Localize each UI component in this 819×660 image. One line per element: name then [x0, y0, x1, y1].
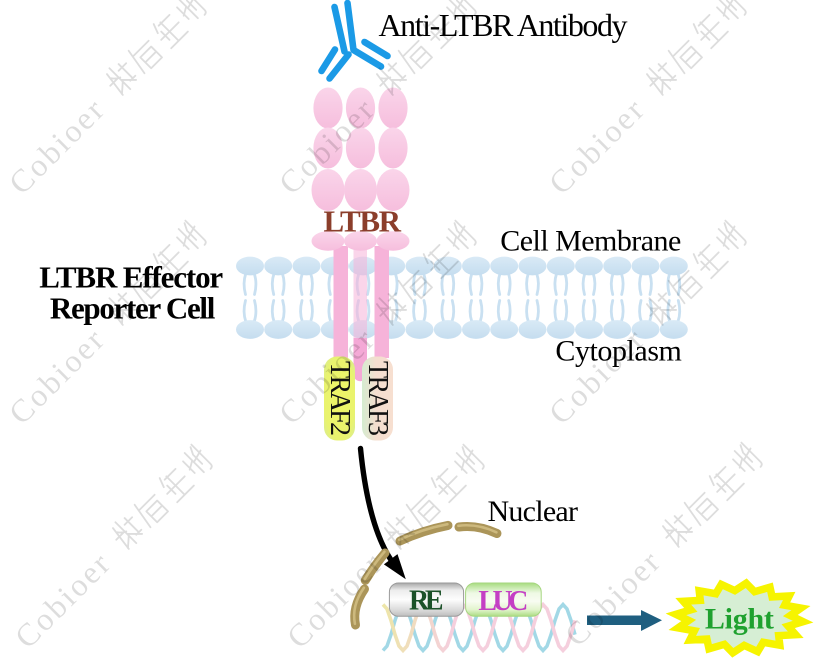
svg-text:RE: RE	[409, 585, 444, 616]
svg-text:Anti-LTBR Antibody: Anti-LTBR Antibody	[379, 7, 628, 43]
svg-text:TRAF2: TRAF2	[324, 361, 355, 436]
svg-text:TRAF3: TRAF3	[362, 361, 393, 436]
svg-text:Cell Membrane: Cell Membrane	[500, 224, 681, 257]
svg-text:Light: Light	[705, 603, 774, 636]
svg-text:LTBR Effector: LTBR Effector	[39, 260, 223, 295]
svg-text:Cytoplasm: Cytoplasm	[555, 334, 682, 367]
svg-text:Nuclear: Nuclear	[488, 495, 579, 528]
svg-text:LUC: LUC	[478, 586, 528, 617]
svg-text:LTBR: LTBR	[324, 203, 402, 238]
